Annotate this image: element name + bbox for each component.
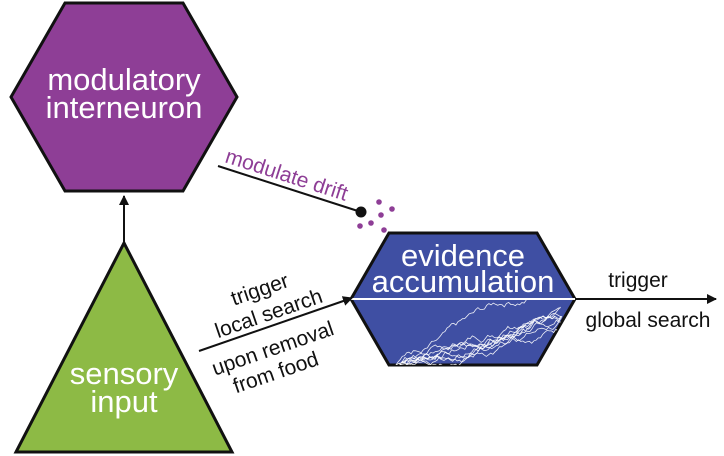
sensory-label-line2: input [90, 384, 158, 419]
modulatory-label-line1: modulatory [47, 62, 201, 97]
random-walk-trace [401, 313, 563, 364]
modulatory-label-line2: interneuron [46, 90, 203, 125]
random-walk-trace [396, 299, 527, 365]
global-search-label-line2: global search [586, 309, 711, 332]
random-walk-traces [395, 299, 563, 365]
neuromodulator-dots [357, 199, 395, 233]
modulate-drift-connector [217, 165, 362, 213]
random-walk-trace [401, 328, 561, 365]
global-search-label-line1: trigger [608, 269, 668, 292]
modulate-drift-label: modulate drift [222, 145, 350, 206]
random-walk-trace [395, 315, 562, 365]
evidence-label-line1: evidence [401, 238, 525, 273]
sensory-label-line1: sensory [70, 356, 179, 391]
modulatory-interneuron-node [9, 1, 239, 193]
sensory-input-node [13, 239, 235, 454]
local-search-arrow [198, 296, 353, 352]
evidence-label-line2: accumulation [372, 264, 555, 299]
modulate-drift-terminal [355, 206, 367, 218]
